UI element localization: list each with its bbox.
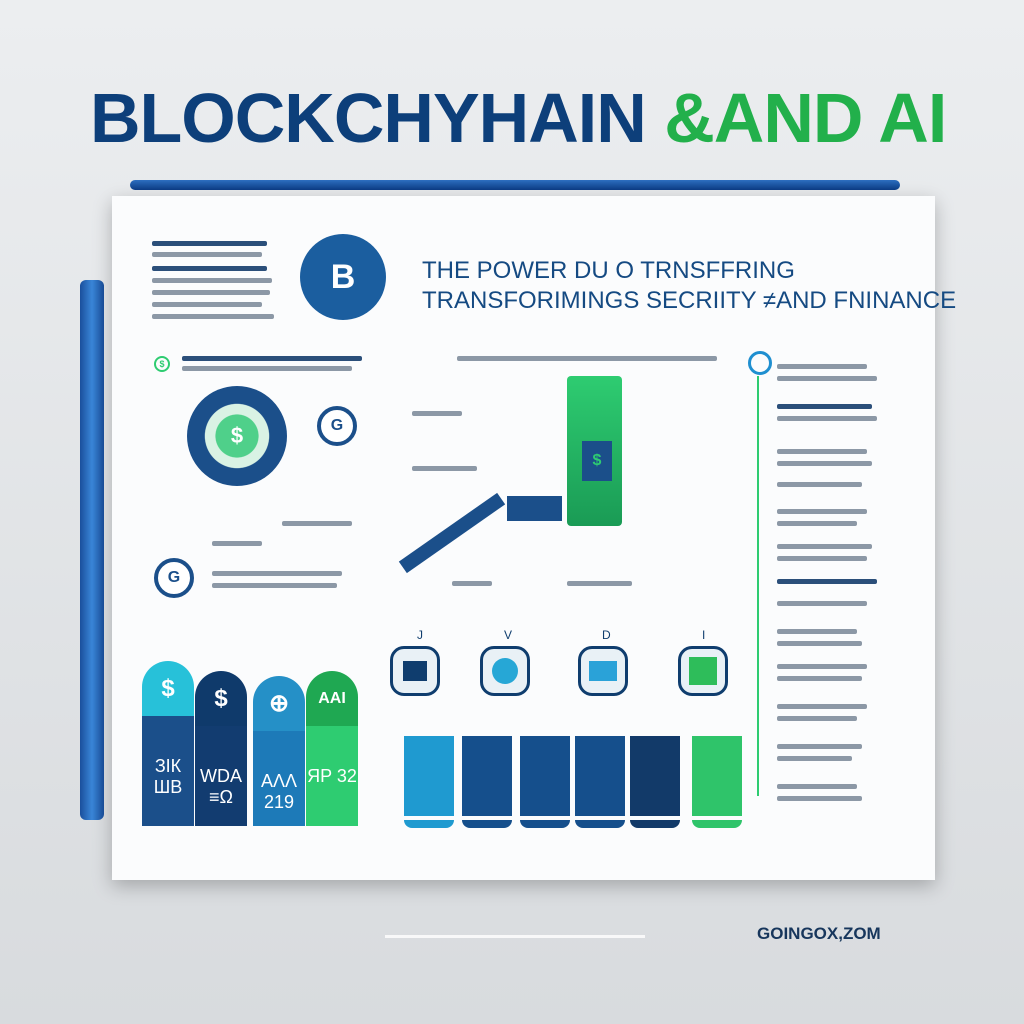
hanging-rod	[130, 180, 900, 190]
footer-brand: GOINGOX,ZOM	[757, 924, 881, 943]
title-accent: &AND AI	[664, 79, 947, 157]
icon-label: I	[702, 628, 706, 642]
badge-icon: $	[154, 356, 170, 372]
bar-item: $WDA ≡Ω	[195, 671, 247, 826]
infographic-board: B THE POWER DU O TRNSFFRING TRANSFORIMIN…	[112, 196, 956, 880]
icon-label: J	[417, 628, 423, 642]
wallet-icon	[578, 646, 628, 696]
feature-card	[630, 736, 680, 828]
bitcoin-coin-icon: B	[300, 234, 386, 320]
feature-card	[520, 736, 570, 828]
bar-item: $ЗІК ШВ	[142, 661, 194, 826]
feature-card	[404, 736, 454, 828]
gear-coin-icon: G	[317, 406, 357, 446]
ai-icon: AAI	[306, 671, 358, 726]
feature-card	[575, 736, 625, 828]
dollar-icon: $	[195, 671, 247, 726]
globe-icon: ⊕	[253, 676, 305, 731]
title-main: BLOCKCHYHAIN	[90, 79, 665, 157]
headline: THE POWER DU O TRNSFFRING TRANSFORIMINGS…	[422, 256, 956, 316]
bar-item: ⊕ΑΛΛ 219	[253, 676, 305, 826]
feature-card	[462, 736, 512, 828]
circle-coin-icon	[480, 646, 530, 696]
dollar-icon: $	[142, 661, 194, 716]
headline-line1: THE POWER DU O TRNSFFRING	[422, 257, 795, 284]
coin-icon: G	[154, 558, 194, 598]
icon-label: D	[602, 628, 611, 642]
node-icon	[748, 351, 772, 375]
headline-line2: TRANSFORIMINGS SECRIITY ≠AND FNINANCE	[422, 287, 957, 314]
side-pole	[80, 280, 104, 820]
dollar-screen-icon: $	[582, 441, 612, 481]
feature-card	[692, 736, 742, 828]
dollar-ring-icon: $	[187, 386, 287, 486]
grid-chip-icon	[390, 646, 440, 696]
pen-icon	[398, 492, 506, 574]
ai-chip-icon	[678, 646, 728, 696]
card-icon	[507, 496, 562, 521]
footer-note	[385, 935, 645, 938]
poster-title: BLOCKCHYHAIN &AND AI	[90, 78, 947, 158]
icon-label: V	[504, 628, 513, 642]
